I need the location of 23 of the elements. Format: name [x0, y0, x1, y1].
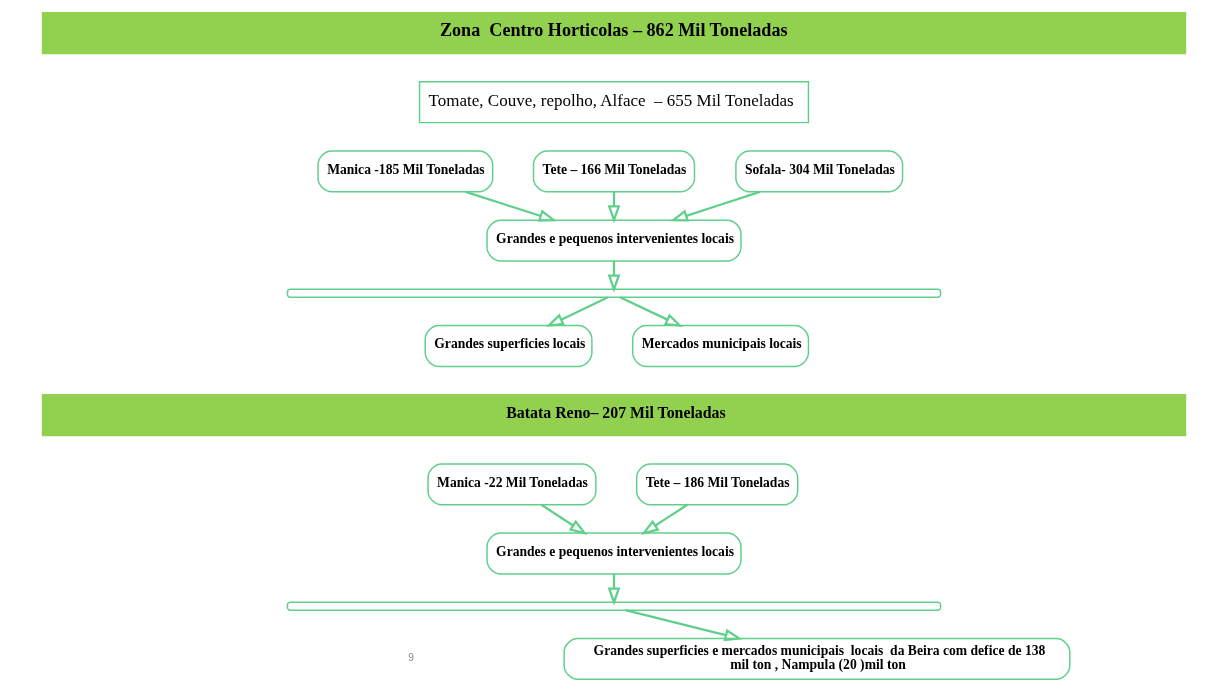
node-box: Sofala- 304 Mil Toneladas — [735, 150, 904, 193]
node-box: Batata Reno– 207 Mil Toneladas — [41, 394, 1187, 437]
arrow — [465, 190, 558, 222]
node-box: Tete – 166 Mil Toneladas — [532, 150, 696, 193]
label: 9 — [408, 652, 414, 664]
node-box: Manica -22 Mil Toneladas — [427, 463, 597, 506]
node-box: Tete – 186 Mil Toneladas — [635, 463, 799, 506]
node-bar — [286, 288, 942, 298]
node-box: Manica -185 Mil Toneladas — [317, 150, 494, 193]
node-bar — [286, 601, 942, 611]
node-box: Grandes superficies e mercados municipais locais da Beira com defice de 138 mil ton , Nampula (20 )mil ton — [563, 637, 1071, 681]
arrow — [545, 296, 609, 328]
arrow — [640, 503, 688, 535]
node-box: Grandes superficies locais — [424, 324, 593, 368]
arrow — [625, 609, 743, 642]
node-box: Grandes e pequenos intervenientes locais — [486, 219, 742, 262]
arrow — [619, 296, 683, 328]
arrow — [669, 190, 761, 222]
node-box: Zona Centro Horticolas – 862 Mil Toneladas — [41, 11, 1187, 55]
node-box: Tomate, Couve, repolho, Alface – 655 Mil Toneladas — [418, 81, 810, 124]
node-box: Mercados municipais locais — [631, 324, 810, 368]
arrow — [540, 503, 588, 535]
node-box: Grandes e pequenos intervenientes locais — [486, 532, 742, 575]
